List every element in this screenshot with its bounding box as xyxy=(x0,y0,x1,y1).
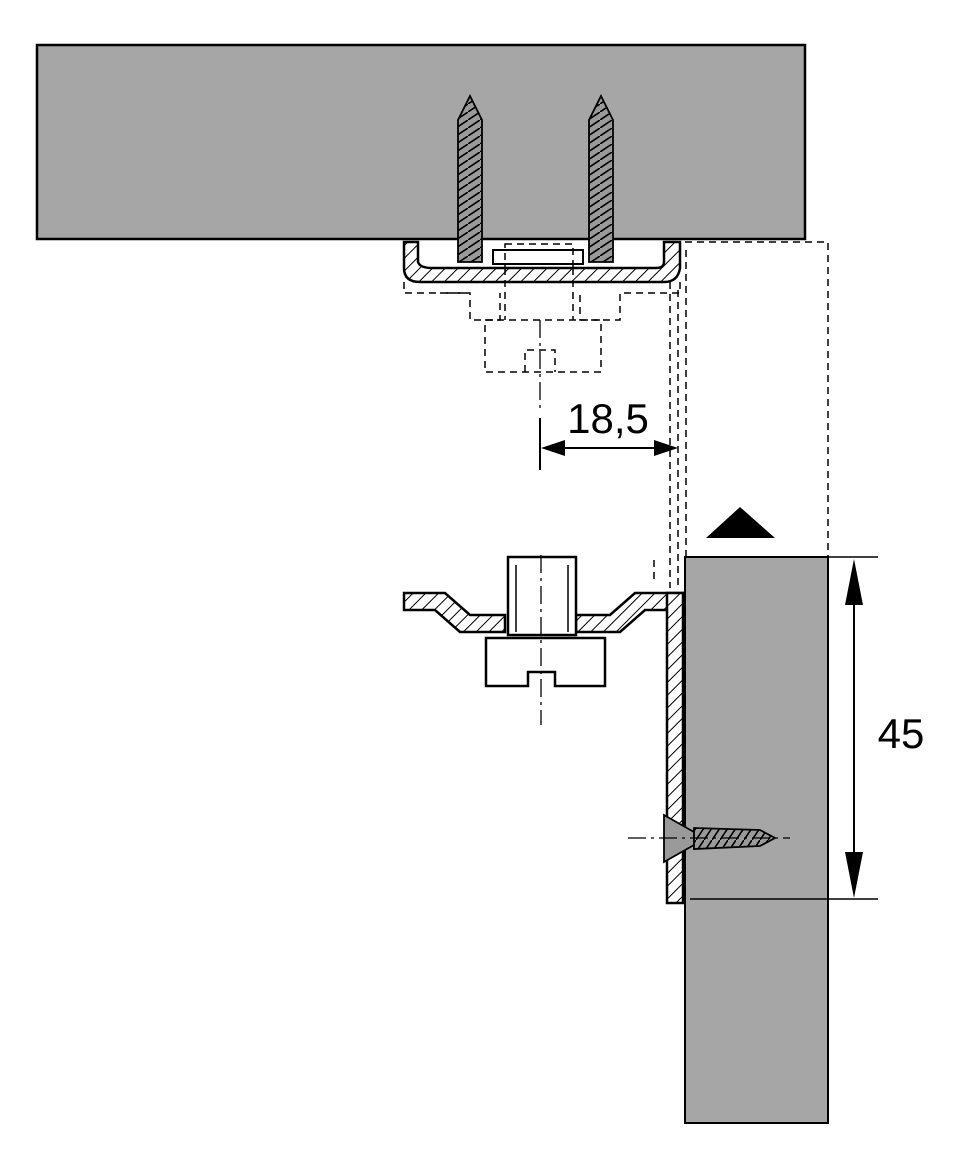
top-fitting-insert xyxy=(492,249,584,265)
horizontal-dimension: 18,5 xyxy=(539,395,678,470)
vertical-dimension: 45 xyxy=(845,559,924,898)
vertical-dimension-label: 45 xyxy=(878,710,925,757)
horizontal-dimension-label: 18,5 xyxy=(567,395,649,442)
top-panel xyxy=(35,43,807,241)
up-triangle-icon xyxy=(706,507,775,538)
cam-nut xyxy=(484,636,607,688)
ghost-top-fitting xyxy=(403,243,681,373)
top-fitting-plate xyxy=(402,240,682,284)
lower-fitting-plate xyxy=(402,591,507,634)
left-wood-screw xyxy=(457,93,483,263)
fitting-sleeve xyxy=(506,555,578,637)
ghost-panel-outline xyxy=(685,241,829,557)
right-wood-screw xyxy=(588,93,614,263)
